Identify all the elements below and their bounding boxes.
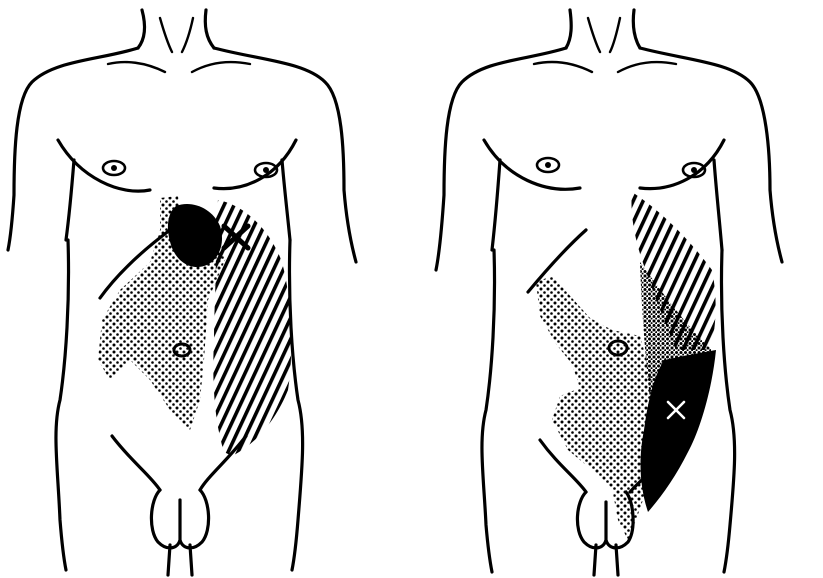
right-arm-inner-lines: [492, 160, 722, 250]
right-clavicles: [534, 62, 676, 72]
left-genital-outline: [151, 490, 208, 575]
left-pectoral-lines: [58, 140, 296, 191]
right-torso-outline: [436, 48, 782, 270]
left-nipples: [103, 161, 277, 177]
left-body-figure: [8, 10, 356, 575]
right-nipples: [537, 158, 705, 177]
right-body-figure: [436, 10, 782, 575]
left-neck-outline: [138, 10, 214, 48]
left-neck-lines: [160, 18, 193, 52]
left-clavicles: [108, 62, 250, 72]
right-neck-lines: [588, 18, 620, 52]
right-neck-outline: [566, 10, 640, 48]
right-dotted-zone: [536, 276, 660, 540]
left-hatched-zone: [213, 200, 291, 456]
